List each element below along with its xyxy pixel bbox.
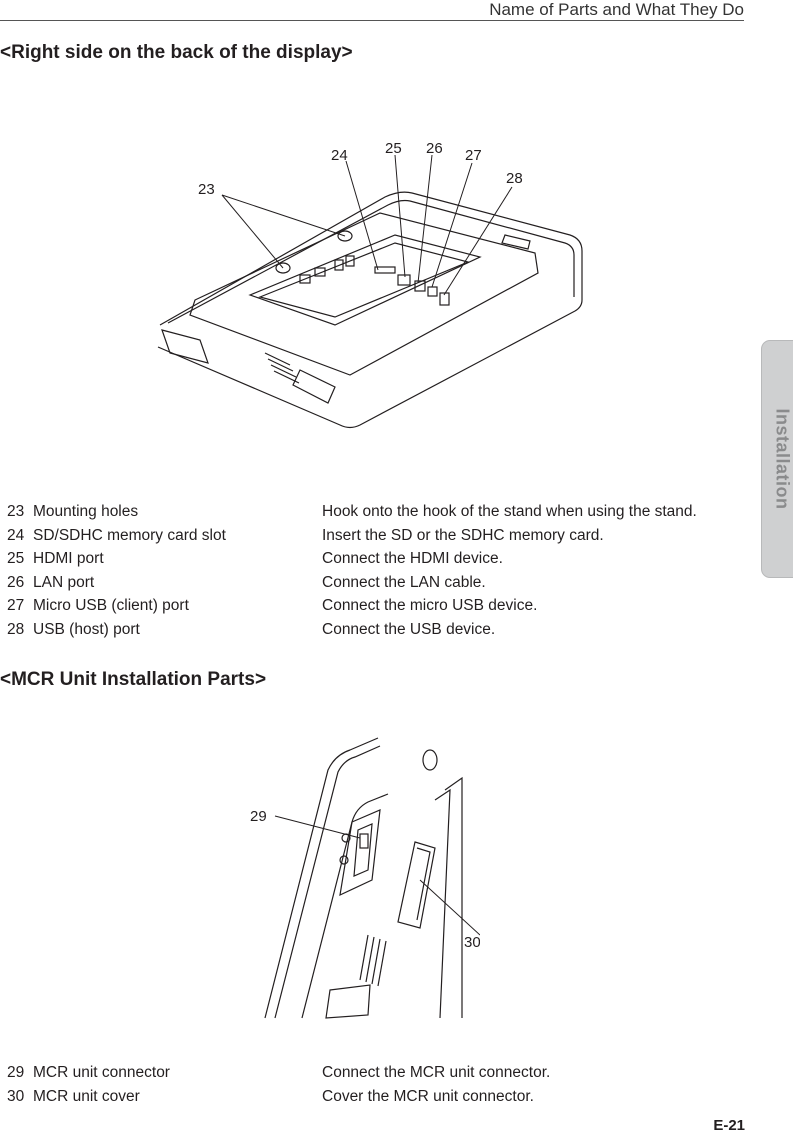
callout-24: 24 [331,147,348,164]
page-number: E-21 [713,1117,745,1134]
part-description: Insert the SD or the SDHC memory card. [322,526,604,544]
header-rule [0,20,744,21]
part-number: 29 [7,1064,25,1081]
section-title-back-display: <Right side on the back of the display> [0,42,353,63]
callout-26: 26 [426,140,443,157]
part-number: 24 [7,526,25,544]
part-number: 26 [7,573,25,591]
part-number: 30 [7,1087,25,1105]
part-name: MCR unit connector [33,1064,170,1081]
part-number: 25 [7,550,25,567]
callout-25: 25 [385,140,402,157]
part-description: Connect the USB device. [322,620,496,638]
display-back-illustration: 23 24 25 26 27 28 [157,140,583,429]
section-side-tab: Installation [761,340,793,578]
callout-23: 23 [198,181,215,198]
part-name: Micro USB (client) port [33,597,189,614]
part-description: Connect the LAN cable. [322,573,486,591]
section-title-mcr-unit: <MCR Unit Installation Parts> [0,669,267,690]
part-description: Hook onto the hook of the stand when usi… [322,503,697,520]
part-name: LAN port [33,573,95,591]
part-description: Cover the MCR unit connector. [322,1087,534,1105]
part-description: Connect the micro USB device. [322,597,538,614]
mcr-unit-illustration: 29 30 [250,737,480,1019]
part-number: 27 [7,597,25,614]
part-name: HDMI port [33,550,104,567]
part-name: SD/SDHC memory card slot [33,526,226,544]
part-description: Connect the MCR unit connector. [322,1064,551,1081]
part-name: USB (host) port [33,620,140,638]
running-header: Name of Parts and What They Do [489,0,744,19]
callout-29: 29 [250,808,267,825]
callout-30: 30 [464,934,480,951]
part-number: 23 [7,503,25,520]
part-number: 28 [7,620,25,638]
part-description: Connect the HDMI device. [322,550,503,567]
callout-27: 27 [465,147,482,164]
part-name: MCR unit cover [33,1087,140,1105]
part-name: Mounting holes [33,503,139,520]
side-tab-label: Installation [772,408,793,510]
callout-28: 28 [506,170,523,187]
